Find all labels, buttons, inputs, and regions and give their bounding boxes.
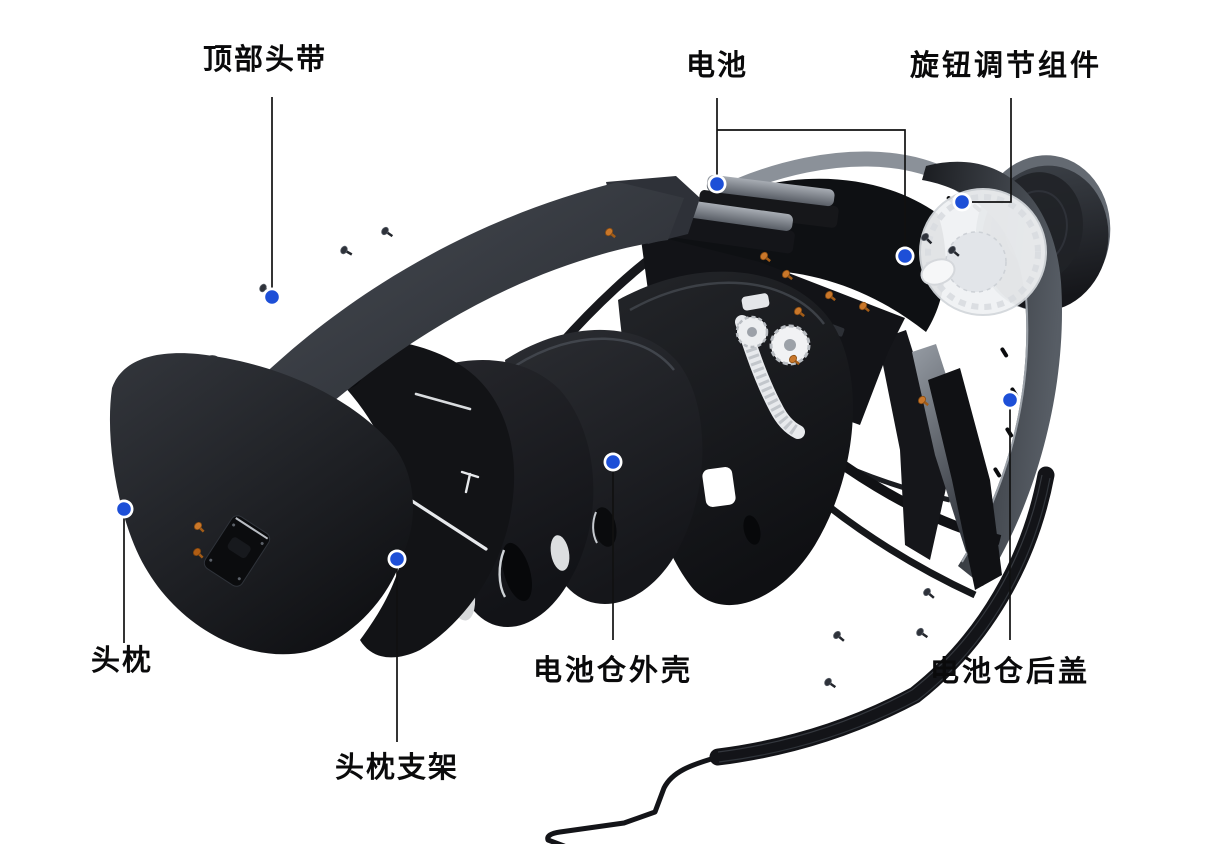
knob-adjustment-gear (919, 188, 1047, 316)
flat-ribbon-cable (545, 466, 1055, 844)
hotspot-dot-back-cover (1000, 390, 1020, 410)
label-battery-back-cover: 电池仓后盖 (930, 656, 1091, 688)
label-battery-shell: 电池仓外壳 (533, 655, 694, 687)
screws-dark (259, 226, 960, 689)
hotspot-dot-battery-shell (603, 452, 623, 472)
leader-line-battery-branch (717, 129, 906, 248)
hotspot-dot-top-strap (262, 287, 282, 307)
label-top-strap: 顶部头带 (203, 44, 328, 76)
shell-cutout-window (702, 467, 736, 507)
leader-line-knob (972, 98, 1012, 203)
gear-rack-mechanism (735, 293, 811, 439)
leader-lines (123, 97, 1012, 742)
hotspot-dot-head-cushion (114, 499, 134, 519)
hotspot-dot-cushion-bracket (387, 549, 407, 569)
label-cushion-bracket: 头枕支架 (335, 752, 460, 784)
screws-copper (192, 227, 929, 559)
hotspot-dot-knob (952, 192, 972, 212)
hotspot-dot-battery-1 (707, 174, 727, 194)
head-cushion-shape (109, 353, 414, 655)
shell-ring-hole (502, 542, 532, 602)
battery-pack-1 (698, 174, 839, 228)
label-head-cushion: 头枕 (91, 645, 154, 677)
hotspot-dots (114, 174, 1020, 569)
cushion-connector-plate (203, 515, 271, 587)
label-battery: 电池 (686, 50, 749, 82)
hotspot-dot-battery-2 (895, 246, 915, 266)
label-knob-assembly: 旋钮调节组件 (910, 50, 1103, 82)
logo-mark (460, 470, 480, 494)
